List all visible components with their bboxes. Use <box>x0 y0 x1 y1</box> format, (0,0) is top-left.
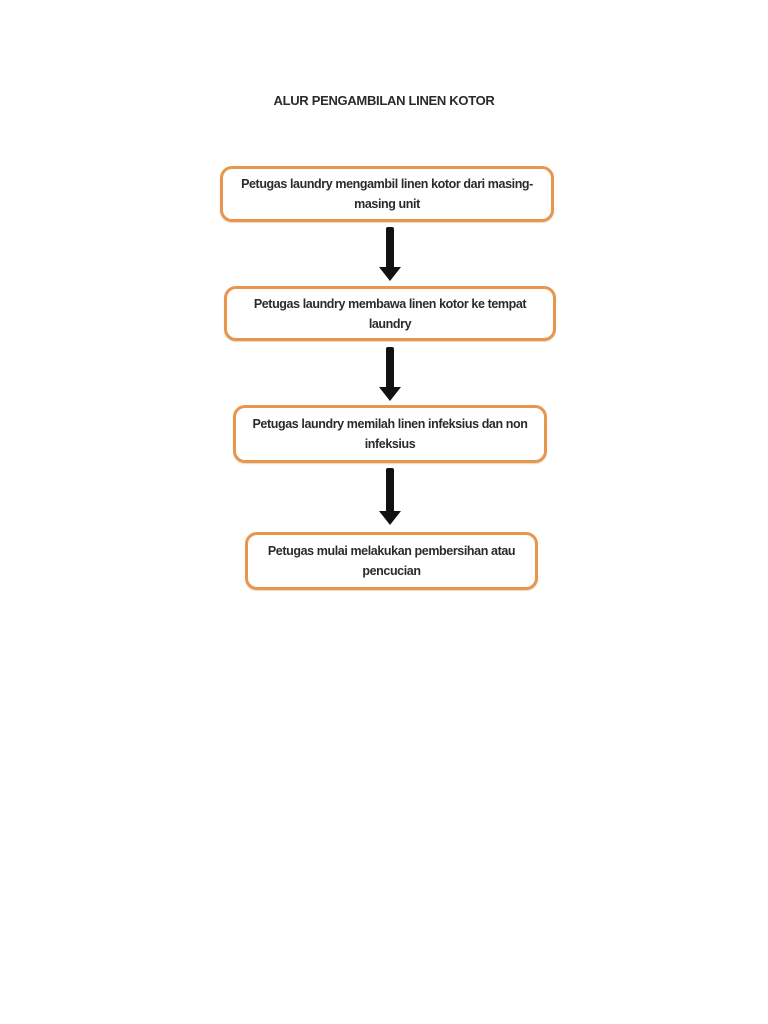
flow-step-1: Petugas laundry mengambil linen kotor da… <box>220 166 554 222</box>
flow-step-3-line-1: Petugas laundry memilah linen infeksius … <box>252 417 528 431</box>
flow-step-2: Petugas laundry membawa linen kotor ke t… <box>224 286 556 341</box>
flow-step-3-line-2: infeksius <box>364 437 416 451</box>
arrow-shaft <box>386 468 394 511</box>
flow-step-1-line-2: masing unit <box>354 197 420 211</box>
flow-step-2-line-2: laundry <box>368 316 412 331</box>
flow-step-2-line-1: Petugas laundry membawa linen kotor ke t… <box>253 296 527 311</box>
flow-step-3: Petugas laundry memilah linen infeksius … <box>233 405 547 463</box>
arrow-shaft <box>386 227 394 267</box>
flow-arrow-down-2 <box>379 347 401 401</box>
flow-step-4-line-2: pencucian <box>362 564 421 578</box>
page-title: ALUR PENGAMBILAN LINEN KOTOR <box>273 93 495 108</box>
flow-step-1-line-1: Petugas laundry mengambil linen kotor da… <box>241 177 533 191</box>
flow-step-4-line-1: Petugas mulai melakukan pembersihan atau <box>267 544 516 558</box>
arrow-down-icon <box>379 387 401 401</box>
arrow-down-icon <box>379 267 401 281</box>
arrow-down-icon <box>379 511 401 525</box>
flow-arrow-down-3 <box>379 468 401 525</box>
flow-arrow-down-1 <box>379 227 401 281</box>
flow-step-4: Petugas mulai melakukan pembersihan atau… <box>245 532 538 590</box>
arrow-shaft <box>386 347 394 387</box>
